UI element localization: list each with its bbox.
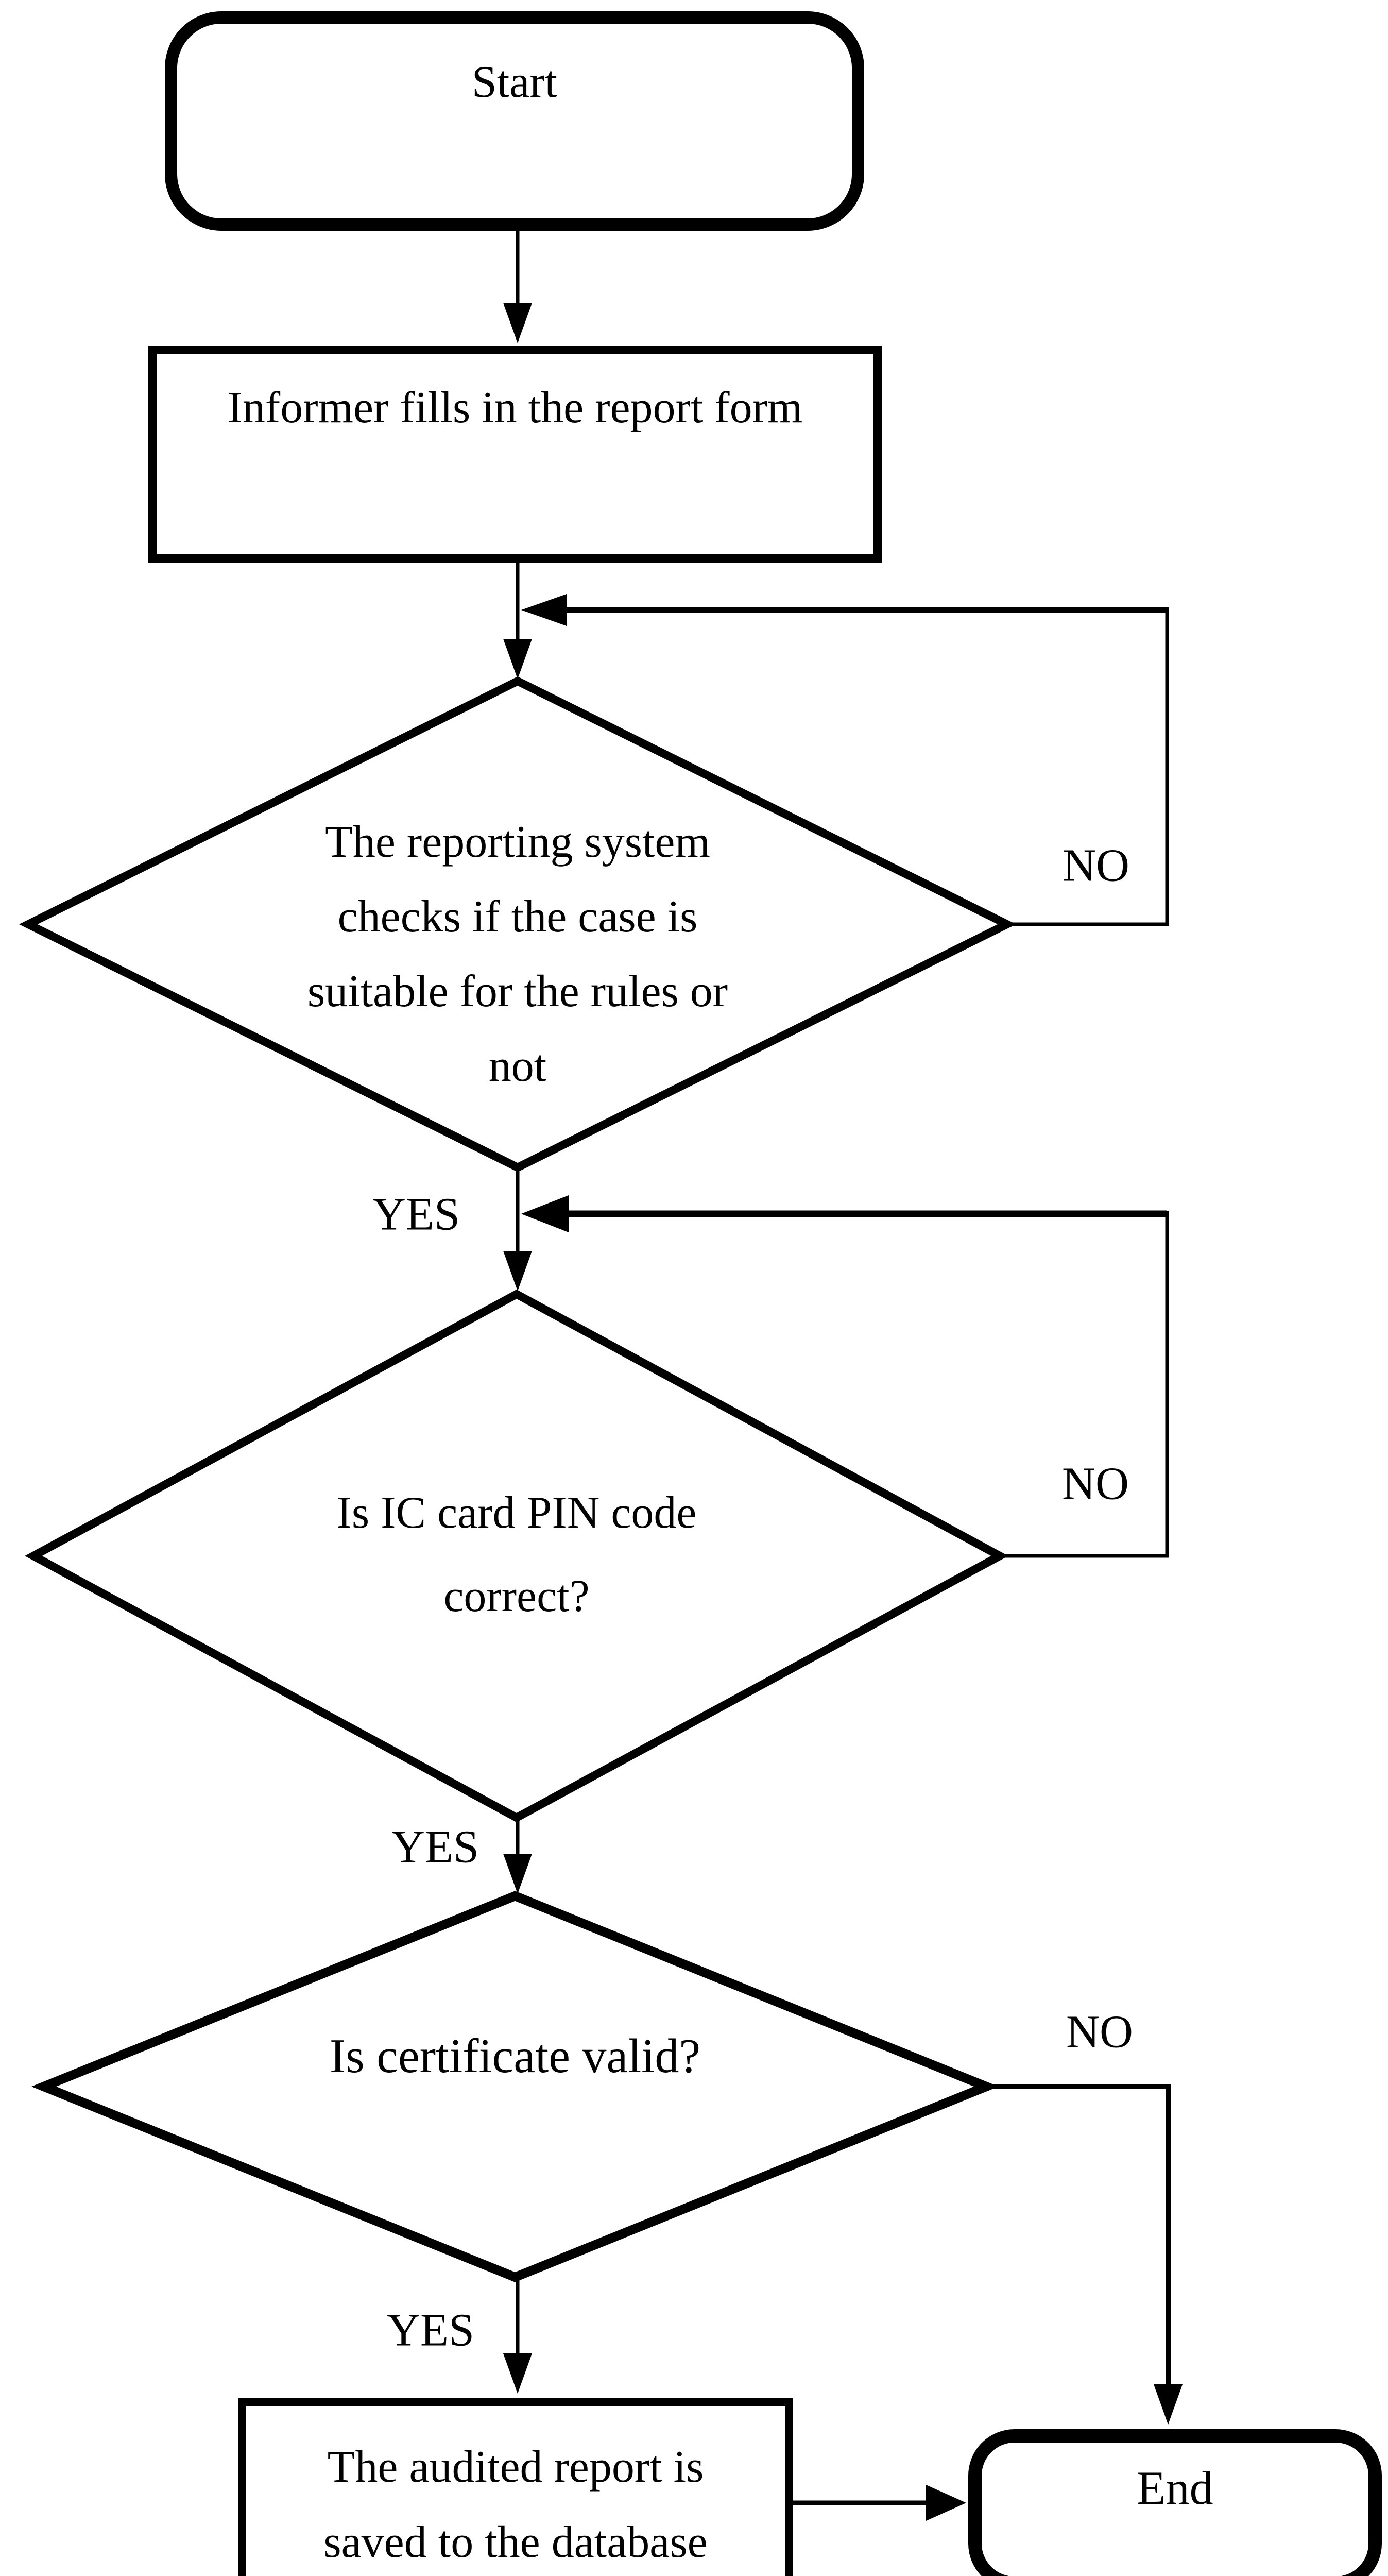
arrowhead-down-into-fillform (503, 303, 532, 343)
check-rules-line-2: checks if the case is (337, 892, 698, 942)
node-start: Start (165, 11, 864, 231)
check-pin-line-1: Is IC card PIN code (336, 1488, 697, 1538)
node-save-report: The audited report is saved to the datab… (238, 2398, 793, 2576)
arrowhead-right-into-end (926, 2485, 966, 2521)
edge-label-pin-yes: YES (391, 1821, 479, 1873)
save-report-line-1: The audited report is (327, 2442, 704, 2492)
node-check-cert-label: Is certificate valid? (329, 2029, 701, 2083)
edge-label-cert-no: NO (1066, 2006, 1133, 2058)
edge-label-rules-yes: YES (372, 1189, 460, 1240)
arrowhead-down-into-save-rect (503, 2353, 532, 2394)
node-start-label: Start (471, 57, 558, 107)
check-pin-line-2: correct? (443, 1571, 590, 1621)
arrowhead-down-into-cert-diamond (503, 1854, 532, 1894)
save-report-line-2: saved to the database (323, 2517, 708, 2567)
check-rules-line-3: suitable for the rules or (307, 967, 728, 1016)
arrowhead-down-into-pin-diamond (503, 1251, 532, 1291)
arrowhead-down-into-rules-diamond (503, 639, 532, 679)
node-fill-form-label: Informer fills in the report form (227, 383, 803, 433)
node-check-rules-label: The reporting system checks if the case … (260, 805, 775, 1104)
arrowhead-left-pin-no-return (521, 1195, 569, 1232)
node-fill-form: Informer fills in the report form (148, 346, 882, 563)
arrowhead-left-rules-no-return (521, 594, 567, 626)
edge-label-cert-yes: YES (386, 2304, 475, 2356)
node-check-pin-label: Is IC card PIN code correct? (259, 1471, 774, 1638)
arrowhead-down-into-end (1154, 2384, 1183, 2425)
edge-label-pin-no: NO (1062, 1458, 1129, 1510)
decision-check-cert-shape (31, 1891, 999, 2282)
edge-label-rules-no: NO (1063, 840, 1129, 891)
node-end-label: End (1137, 2462, 1213, 2514)
check-rules-line-1: The reporting system (325, 817, 710, 867)
node-end: End (968, 2429, 1382, 2576)
check-rules-line-4: not (488, 1041, 547, 1091)
